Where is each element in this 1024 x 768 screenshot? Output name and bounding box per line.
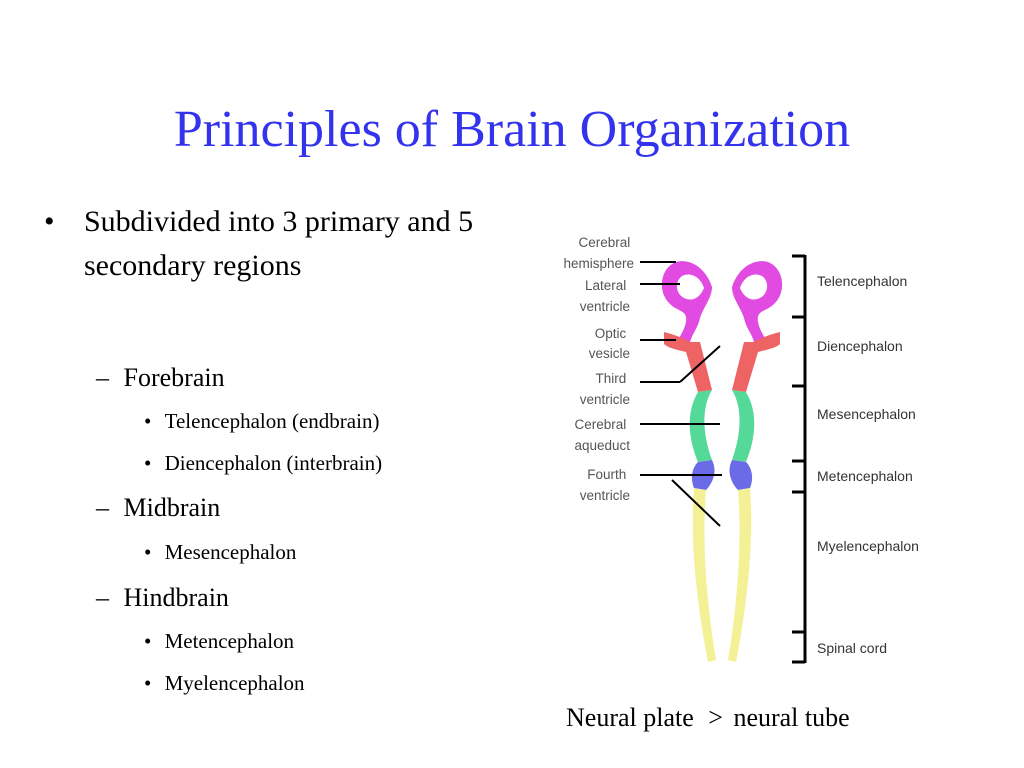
caption-left: Neural plate <box>566 703 694 732</box>
bullet-dot: • <box>44 205 55 238</box>
list-item-text: Mesencephalon <box>164 540 297 564</box>
metencephalon-left-wall <box>691 460 715 490</box>
pointer-fourth-ventricle-diagonal <box>671 479 721 527</box>
mesencephalon-left-wall <box>689 390 712 462</box>
section-label: Midbrain <box>123 493 221 522</box>
diencephalon-right-wall <box>732 332 780 392</box>
list-item: • Mesencephalon <box>144 540 296 565</box>
section-midbrain: – Midbrain <box>96 492 220 523</box>
caption: Neural plate > neural tube <box>566 703 850 733</box>
region-label-myelencephalon: Myelencephalon <box>817 538 919 554</box>
bullet-dot: • <box>144 629 152 653</box>
dash-marker: – <box>96 363 109 392</box>
list-item-text: Metencephalon <box>164 629 295 653</box>
lateral-ventricle-right <box>740 274 768 300</box>
mesencephalon-right-wall <box>732 390 755 462</box>
metencephalon-right-wall <box>729 460 753 490</box>
myelencephalon-left-wall <box>692 488 716 662</box>
label-fourth-ventricle: Fourth ventricle <box>580 467 630 503</box>
slide-title: Principles of Brain Organization <box>173 101 851 158</box>
bullet-main: • Subdivided into 3 primary and 5 second… <box>44 200 504 287</box>
region-label-metencephalon: Metencephalon <box>817 468 913 484</box>
bullet-dot: • <box>144 451 152 475</box>
myelencephalon-right-wall <box>728 488 752 662</box>
telencephalon-right-hemisphere <box>732 261 783 342</box>
region-label-diencephalon: Diencephalon <box>817 338 903 354</box>
section-label: Hindbrain <box>123 583 229 612</box>
region-label-telencephalon: Telencephalon <box>817 273 907 289</box>
list-item: • Telencephalon (endbrain) <box>144 409 379 434</box>
diencephalon-left-wall <box>664 332 712 392</box>
pointer-lines <box>640 261 722 527</box>
bullet-dot: • <box>144 671 152 695</box>
pointer-third-ventricle-diagonal <box>679 345 721 383</box>
section-hindbrain: – Hindbrain <box>96 582 229 613</box>
list-item: • Myelencephalon <box>144 671 305 696</box>
caption-arrow: > <box>708 703 723 732</box>
label-lateral-ventricle: Lateral ventricle <box>580 278 630 314</box>
list-item-text: Diencephalon (interbrain) <box>164 451 383 475</box>
region-label-spinal-cord: Spinal cord <box>817 640 887 656</box>
section-label: Forebrain <box>123 363 225 392</box>
section-forebrain: – Forebrain <box>96 362 225 393</box>
region-bracket <box>792 254 807 664</box>
bullet-dot: • <box>144 540 152 564</box>
label-optic-vesicle: Optic vesicle <box>589 326 630 361</box>
dash-marker: – <box>96 493 109 522</box>
telencephalon-left-hemisphere <box>661 261 712 342</box>
list-item-text: Myelencephalon <box>164 671 305 695</box>
bullet-main-text: Subdivided into 3 primary and 5 secondar… <box>84 205 474 282</box>
dash-marker: – <box>96 583 109 612</box>
bullet-dot: • <box>144 409 152 433</box>
label-cerebral-hemisphere: Cerebral hemisphere <box>563 235 634 271</box>
region-label-mesencephalon: Mesencephalon <box>817 406 916 422</box>
lateral-ventricle-left <box>676 274 704 300</box>
label-cerebral-aqueduct: Cerebral aqueduct <box>574 417 630 453</box>
caption-right: neural tube <box>733 703 850 732</box>
list-item: • Metencephalon <box>144 629 294 654</box>
list-item-text: Telencephalon (endbrain) <box>164 409 380 433</box>
label-third-ventricle: Third ventricle <box>580 371 630 407</box>
list-item: • Diencephalon (interbrain) <box>144 451 382 476</box>
